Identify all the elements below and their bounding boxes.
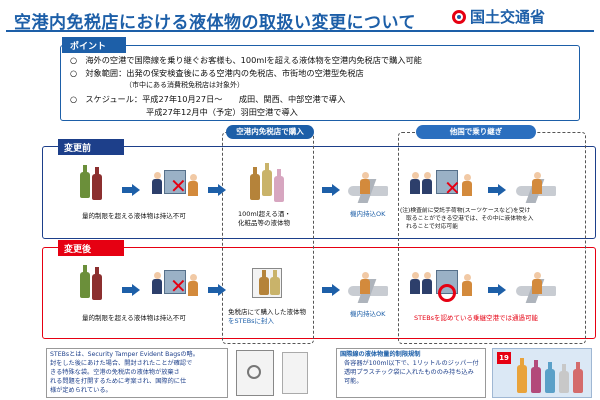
passenger-icon	[360, 172, 370, 194]
arrow-icon	[322, 184, 340, 196]
before-caption-2b: 化粧品等の液体物	[238, 219, 290, 227]
duty-free-tab: 空港内免税店で購入	[226, 125, 314, 139]
zipper-bag-photo: 19	[492, 348, 592, 398]
liquid-rule-line-3: 透明プラスチック袋に入れたもののみ持ち込み	[344, 369, 474, 376]
stebs-note-line-2: 封をした後にあけた場合、開封されたことが確認で	[50, 360, 193, 367]
point-line-2: ○ 対象範囲：出発の保安検査後にある空港内の免税店、市街地の空港型免税店	[70, 68, 364, 78]
after-caption-2a: 免税店にて購入した液体物	[228, 308, 306, 316]
stebs-note-line-3: きる特殊な袋。空港の免税店の液体物が放棄さ	[50, 369, 180, 376]
stebs-note-line-4: れる問題を打開するために考案され、国際的に仕	[50, 378, 187, 385]
stebs-note-box	[46, 348, 228, 398]
approved-mark-icon	[438, 284, 456, 302]
point-line-1: ○ 海外の空港で国際線を乗り継ぐお客様も、100mlを超える液体物を空港内免税店…	[70, 55, 422, 65]
prohibited-mark-icon: ✕	[444, 176, 461, 200]
passenger-icon	[360, 272, 370, 294]
prohibited-mark-icon: ✕	[170, 174, 187, 198]
ministry-logo-text: 国土交通省	[470, 8, 546, 26]
steb-sample-icon	[236, 350, 274, 396]
point-panel	[60, 45, 580, 121]
steb-sample-icon	[282, 352, 308, 394]
before-caption-3: 機内持込OK	[350, 210, 386, 218]
prohibited-mark-icon: ✕	[170, 274, 187, 298]
before-section	[42, 146, 596, 239]
arrow-icon	[488, 284, 506, 296]
title-divider	[6, 30, 594, 32]
after-section	[42, 247, 596, 339]
arrow-icon	[488, 184, 506, 196]
ministry-logo-icon	[452, 9, 466, 24]
after-caption-3: 機内持込OK	[350, 310, 386, 318]
liquid-rule-line-2: 各容器が100ml以下で、1リットルのジッパー付	[344, 360, 479, 367]
liquid-rule-line-1: 国際線の液体物量的制限規制	[340, 351, 421, 358]
passenger-icon	[532, 172, 542, 194]
passenger-icon	[532, 272, 542, 294]
arrow-icon	[208, 284, 226, 296]
after-caption-4: STEBsを認めている乗継空港では通過可能	[414, 314, 539, 322]
stebs-note-line-5: 様が定められている。	[50, 387, 112, 394]
photo-badge: 19	[497, 352, 511, 364]
before-label: 変更前	[58, 139, 124, 155]
after-caption-1: 量的制限を超える液体物は持込不可	[82, 314, 186, 322]
transfer-column	[398, 132, 586, 344]
before-caption-1: 量的制限を超える液体物は持込不可	[82, 212, 186, 220]
before-caption-4a: (注)検査前に受託手荷物(スーツケースなど)を受け	[400, 208, 531, 214]
page-title: 空港内免税店における液体物の取扱い変更について	[14, 13, 416, 33]
liquid-rule-box	[336, 348, 486, 398]
transfer-tab: 他国で乗り継ぎ	[416, 125, 536, 139]
after-label: 変更後	[58, 240, 124, 256]
ministry-logo: 国土交通省	[452, 6, 545, 27]
arrow-icon	[122, 284, 140, 296]
arrow-icon	[322, 284, 340, 296]
point-line-3: （市中にある消費税免税店は対象外）	[125, 81, 244, 89]
after-caption-2b: をSTEBsに封入	[228, 317, 275, 325]
before-caption-2a: 100ml超える酒・	[238, 210, 291, 218]
before-caption-4c: れることで対応可能	[406, 224, 458, 230]
steb-bag-icon	[252, 268, 282, 298]
before-caption-4b: 取ることができる空港では、その中に液体物を入	[406, 216, 534, 222]
point-line-5: 平成27年12月中（予定）羽田空港で導入	[146, 107, 298, 117]
arrow-icon	[122, 184, 140, 196]
liquid-rule-line-4: 可能。	[344, 378, 363, 385]
stebs-note-line-1: STEBsとは、Security Tamper Evident Bagsの略。	[50, 351, 199, 358]
point-line-4: ○ スケジュール：平成27年10月27日～ 成田、関西、中部空港で導入	[70, 94, 346, 104]
arrow-icon	[208, 184, 226, 196]
point-label: ポイント	[62, 37, 126, 53]
